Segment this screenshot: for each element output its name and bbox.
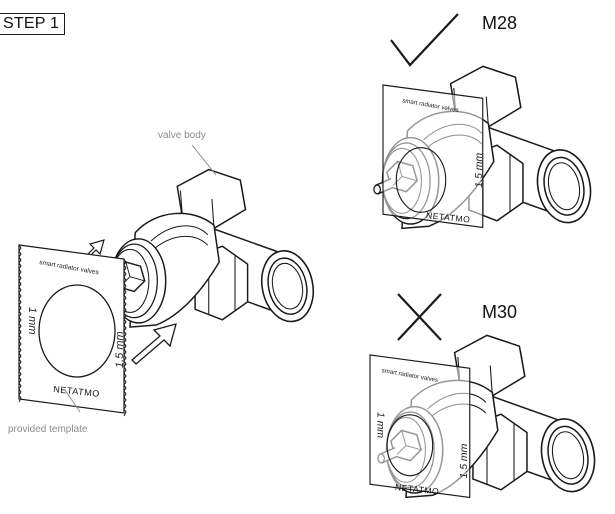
checkmark-icon (390, 13, 459, 67)
variant-m30: M30 smart radiator valves 1 mm 1.5 mm NE… (369, 293, 602, 499)
variant-m28: M28 smart radiator valves 1.5 mm NETATMO (373, 13, 598, 230)
template-left-gauge: 1 mm (26, 307, 38, 335)
template-right-gauge: 1.5 mm (474, 152, 485, 187)
insert-arrow-lower (131, 323, 177, 365)
main-valve-body (101, 168, 321, 328)
template-brand: NETATMO (394, 482, 439, 497)
template-right-gauge: 1.5 mm (114, 331, 126, 368)
template-hole (38, 284, 116, 378)
valve-body-leader (191, 144, 217, 176)
template-brand: NETATMO (53, 384, 101, 399)
template-brand: NETATMO (426, 210, 471, 225)
variant-size-label: M28 (482, 13, 517, 33)
cross-icon (397, 293, 442, 341)
step-label: STEP 1 (0, 13, 66, 35)
provided-template-card: smart radiator valves 1 mm 1.5 mm NETATM… (18, 244, 127, 417)
variant-size-label: M30 (482, 302, 517, 322)
valve-body-callout: valve body (158, 130, 206, 141)
template-left-gauge: 1 mm (375, 412, 386, 438)
template-leader (64, 389, 81, 413)
template-card-m30: smart radiator valves 1 mm 1.5 mm NETATM… (369, 354, 471, 499)
provided-template-callout: provided template (8, 424, 88, 435)
template-right-gauge: 1.5 mm (459, 443, 470, 478)
template-card-m28: smart radiator valves 1.5 mm NETATMO (382, 84, 485, 229)
